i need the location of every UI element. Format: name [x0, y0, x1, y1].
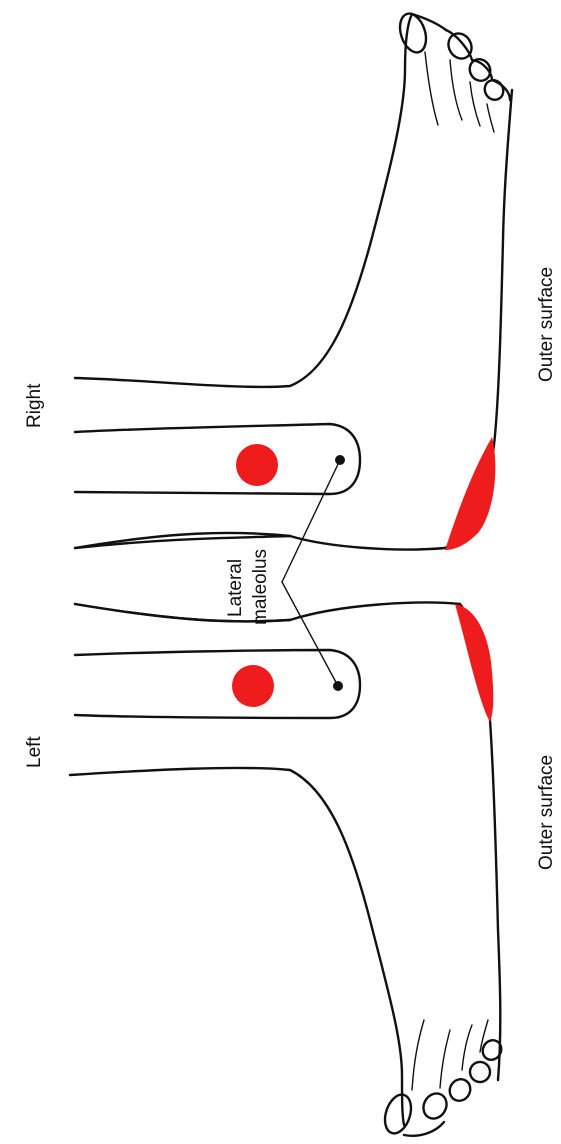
- left-leg-column: [75, 650, 360, 718]
- right-toes: [395, 10, 510, 132]
- left-ankle-highlight: [232, 665, 274, 707]
- left-heel-highlight: [455, 604, 493, 722]
- right-leg-column: [75, 424, 360, 494]
- right-foot-top-outline: [75, 14, 412, 387]
- outer-surface-right-label: Outer surface: [536, 267, 557, 382]
- left-label: Left: [24, 736, 45, 768]
- right-ankle-highlight: [236, 444, 278, 486]
- right-foot-sole-outline: [75, 90, 512, 550]
- right-foot: [75, 10, 512, 550]
- right-heel-highlight: [445, 437, 495, 550]
- left-foot-sole-outline: [75, 603, 500, 1080]
- maleolus-label: maleolus: [250, 549, 271, 625]
- lateral-label: Lateral: [225, 559, 246, 617]
- left-foot: [70, 603, 505, 1137]
- left-foot-top-outline: [70, 768, 404, 1125]
- right-label: Right: [24, 383, 45, 428]
- outer-surface-left-label: Outer surface: [536, 755, 557, 870]
